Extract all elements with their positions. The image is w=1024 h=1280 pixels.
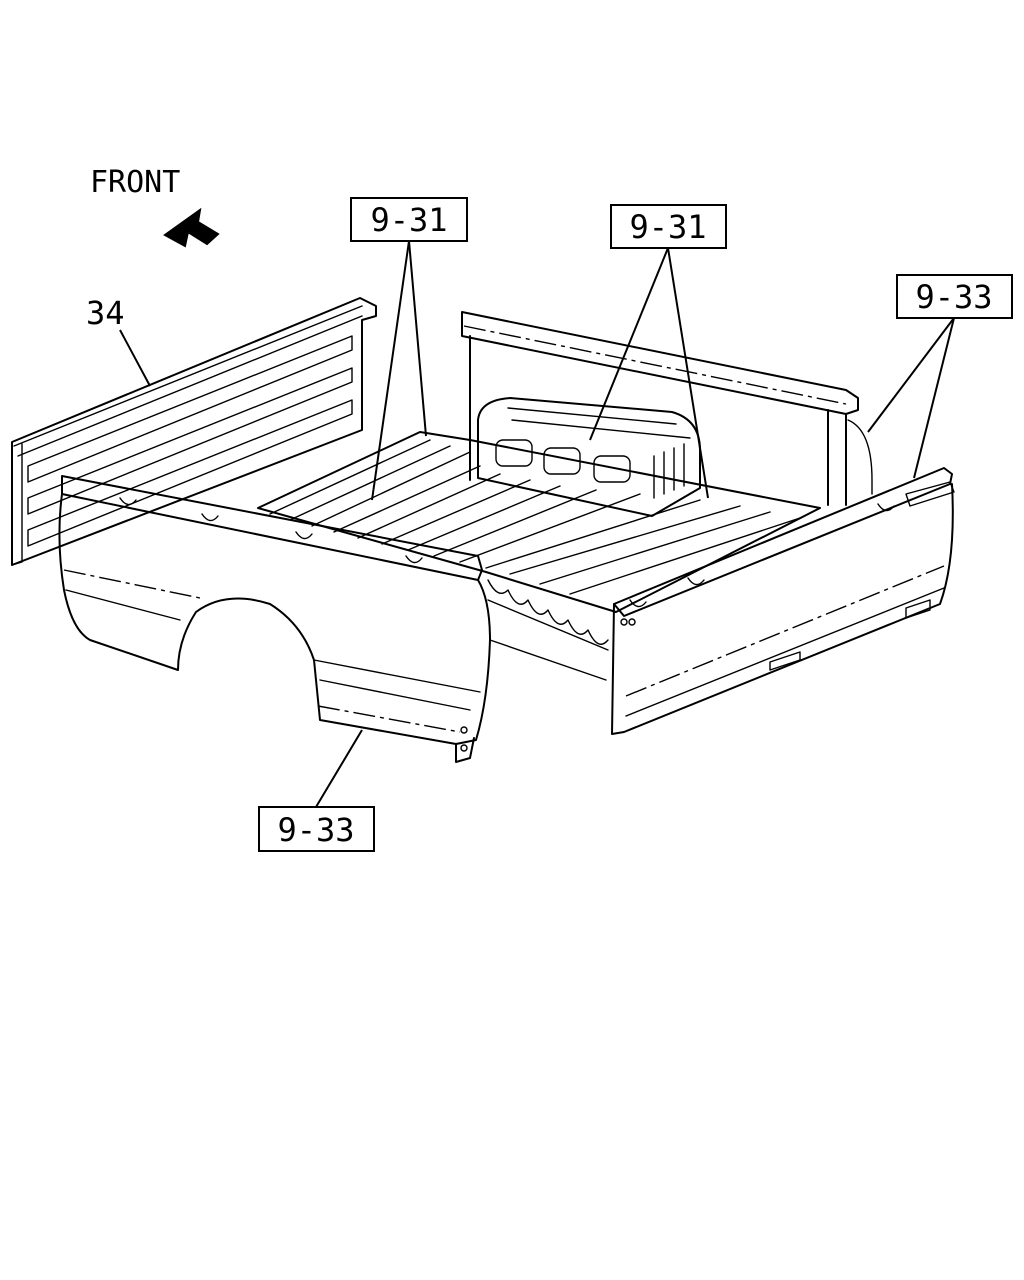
callout-9-31-right: 9-31 (589, 204, 727, 499)
callout-9-33-right: 9-33 (867, 274, 1013, 479)
front-label: FRONT (90, 165, 180, 200)
right-side-panel (611, 419, 955, 735)
callout-9-31-right-label: 9-31 (629, 208, 706, 246)
bed-front-wall (461, 311, 859, 506)
front-arrow-icon (163, 207, 220, 248)
bed-floor (257, 431, 821, 681)
callout-34: 34 (86, 294, 151, 387)
wheel-house-hump (477, 397, 701, 517)
callout-34-label: 34 (86, 294, 125, 332)
front-panel-part (11, 297, 377, 566)
left-side-panel (58, 475, 491, 763)
callout-9-31-left-label: 9-31 (370, 201, 447, 239)
callout-9-33-bottom: 9-33 (258, 729, 375, 852)
callout-9-31-left: 9-31 (350, 197, 468, 501)
callout-9-33-right-label: 9-33 (915, 278, 992, 316)
callout-9-33-bottom-label: 9-33 (277, 811, 354, 849)
